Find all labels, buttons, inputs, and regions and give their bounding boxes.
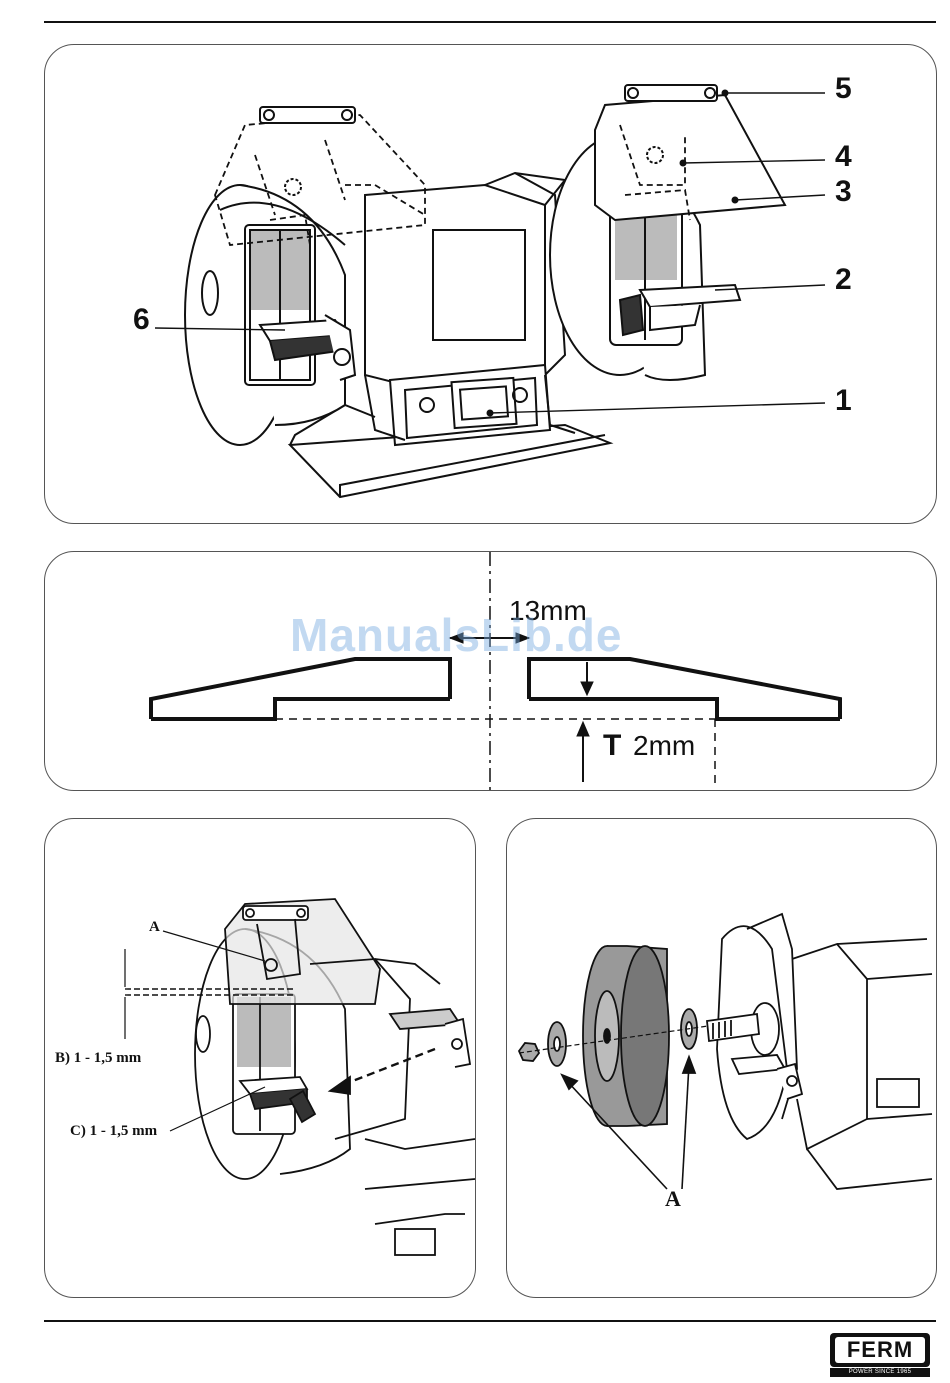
figure-2-panel: 13mm T 2mm xyxy=(44,551,937,791)
bench-grinder-drawing: 5 4 3 2 1 6 xyxy=(45,45,937,524)
callout-6: 6 xyxy=(133,303,150,336)
bottom-rule xyxy=(44,1320,936,1322)
callout-2: 2 xyxy=(835,263,852,296)
dim-2mm-label: 2mm xyxy=(633,730,695,761)
label-a: A xyxy=(149,919,160,935)
label-a-washers: A xyxy=(665,1186,681,1211)
logo-tagline: POWER SINCE 1965 xyxy=(830,1368,930,1377)
figure-3-panel: A B) 1 - 1,5 mm C) 1 - 1,5 mm xyxy=(44,818,476,1298)
label-c-gap: C) 1 - 1,5 mm xyxy=(70,1123,158,1139)
logo-inner: FERM xyxy=(835,1337,925,1363)
callout-1: 1 xyxy=(835,384,852,417)
wheel-assembly-drawing: A xyxy=(507,819,937,1298)
figure-4-panel: A xyxy=(506,818,937,1298)
logo-brand: FERM xyxy=(835,1338,925,1362)
tool-rest-gap-diagram: 13mm T 2mm xyxy=(45,552,937,791)
logo-frame: FERM xyxy=(830,1333,930,1367)
eye-shield-adjust-drawing: A B) 1 - 1,5 mm C) 1 - 1,5 mm xyxy=(45,819,476,1298)
figure-1-panel: 5 4 3 2 1 6 xyxy=(44,44,937,524)
label-b-gap: B) 1 - 1,5 mm xyxy=(55,1050,142,1066)
top-rule xyxy=(44,21,936,23)
dim-t-letter: T xyxy=(603,729,621,762)
callout-5: 5 xyxy=(835,72,852,105)
callout-4: 4 xyxy=(835,140,852,173)
ferm-logo: FERM POWER SINCE 1965 xyxy=(830,1333,930,1377)
watermark: ManualsLib.de xyxy=(290,608,622,662)
callout-3: 3 xyxy=(835,175,852,208)
